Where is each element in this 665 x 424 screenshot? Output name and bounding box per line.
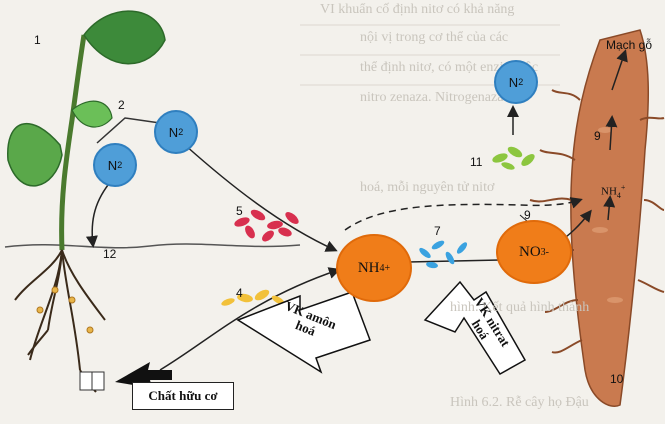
label-4: 4	[236, 286, 243, 300]
root-trunk	[529, 29, 665, 407]
bg-text-3: thể định nitơ, có một enzim độc	[360, 60, 539, 75]
label-2: 2	[118, 98, 125, 112]
arrow-vk-amon	[236, 291, 371, 374]
label-mach-go: Mạch gỗ	[606, 38, 653, 52]
denitrifying-bacteria-red	[234, 209, 299, 242]
bg-text-2: nội vị trong cơ thể của các	[360, 30, 509, 45]
organic-arrow	[115, 362, 172, 388]
label-9: 9	[594, 129, 601, 143]
organic-matter-box: Chất hữu cơ	[132, 382, 234, 410]
bg-text-7: Hình 6.2. Rễ cây họ Đậu	[450, 395, 589, 410]
label-7: 7	[434, 224, 441, 238]
bg-text-6: hình: Kết quả hình thành	[450, 300, 590, 315]
bg-text-1: VI khuẩn cố định nitơ có khả năng	[320, 2, 515, 17]
bg-text-4: nitro zenaza. Nitrogenaza có	[360, 90, 521, 105]
nitrogen-fixing-bacteria-green	[492, 146, 535, 170]
plant	[7, 10, 166, 393]
arrow-vk-nitrat	[423, 280, 527, 375]
soil-line	[4, 243, 301, 249]
label-5: 5	[236, 204, 243, 218]
leaf-top	[83, 10, 166, 65]
bg-text-5: hoá, mỗi nguyên tử nitơ	[360, 180, 495, 195]
label-10: 10	[610, 372, 624, 386]
label-12: 12	[103, 247, 117, 261]
nitrifying-bacteria-blue	[419, 240, 468, 269]
label-9b: 9	[524, 208, 531, 222]
leaf-left	[7, 123, 63, 187]
root-nh4-label: NH4+	[601, 183, 626, 200]
label-1: 1	[34, 33, 41, 47]
ammonifying-bacteria-yellow	[221, 289, 285, 306]
label-11: 11	[470, 155, 483, 169]
leaf-small	[71, 100, 113, 128]
